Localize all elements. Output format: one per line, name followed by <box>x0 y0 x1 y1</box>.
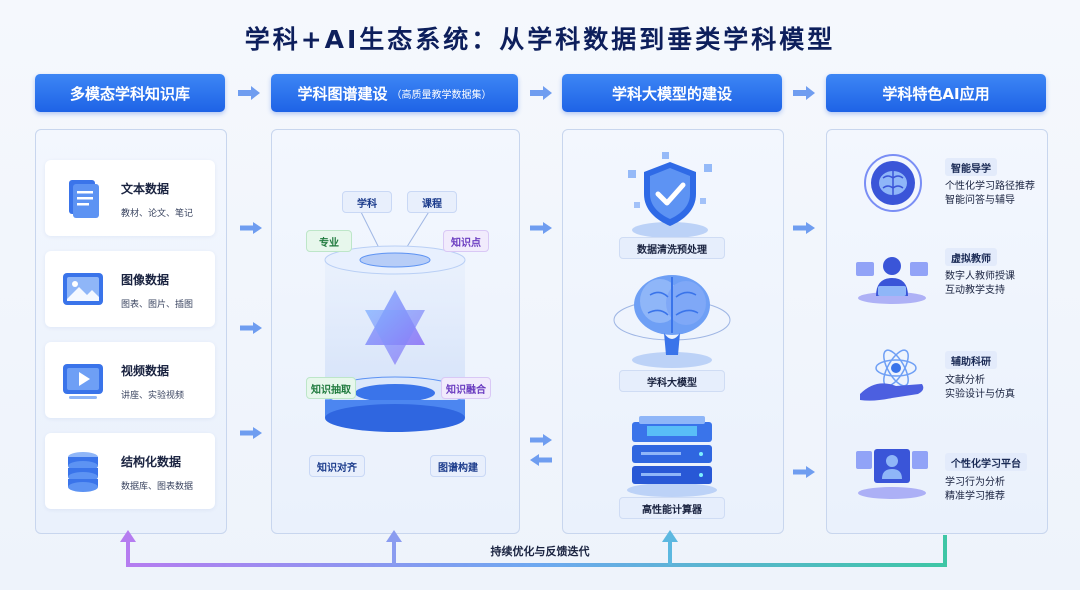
card-title: 结构化数据 <box>121 455 182 469</box>
stage-header-sublabel: （高质量教学数据集） <box>391 89 492 101</box>
card-desc: 教材、论文、笔记 <box>121 209 194 219</box>
card-desc: 讲座、实验视频 <box>121 391 185 401</box>
image-icon <box>63 273 103 305</box>
card-video-data: 视频数据 讲座、实验视频 <box>45 342 215 418</box>
card-title: 视频数据 <box>121 364 170 378</box>
arrow-right-icon <box>240 427 262 439</box>
learning-platform-icon <box>856 449 928 499</box>
app-desc-line: 实验设计与仿真 <box>945 389 1015 400</box>
app-title: 虚拟教师 <box>945 248 997 266</box>
arrow-right-icon <box>793 86 815 100</box>
card-image-data: 图像数据 图表、图片、插图 <box>45 251 215 327</box>
tag-fusion: 知识融合 <box>441 377 491 399</box>
arrow-right-icon <box>240 322 262 334</box>
arrow-right-icon <box>240 222 262 234</box>
stage-header-apps: 学科特色AI应用 <box>826 74 1046 112</box>
stage-header-label: 学科图谱建设 <box>297 84 388 103</box>
stage-header-knowledge-base: 多模态学科知识库 <box>35 74 225 112</box>
tag-major: 专业 <box>306 230 352 252</box>
arrow-right-icon <box>238 86 260 100</box>
app-desc-line: 精准学习推荐 <box>945 491 1005 502</box>
brain-model-icon <box>613 275 731 368</box>
card-title: 文本数据 <box>121 182 170 196</box>
tag-knowledge-point: 知识点 <box>443 230 489 252</box>
server-icon <box>627 416 717 497</box>
arrow-right-icon <box>530 222 552 234</box>
app-desc-line: 智能问答与辅导 <box>945 195 1015 206</box>
card-desc: 数据库、图表数据 <box>121 482 194 492</box>
card-desc: 图表、图片、插图 <box>121 300 194 310</box>
document-icon <box>69 180 99 218</box>
app-desc-line: 互动教学支持 <box>945 285 1005 296</box>
stage-header-label: 多模态学科知识库 <box>69 84 190 103</box>
arrow-right-icon <box>530 434 552 446</box>
app-desc-line: 学习行为分析 <box>945 477 1005 488</box>
card-title: 图像数据 <box>121 273 170 287</box>
tag-graph-build: 图谱构建 <box>430 455 486 477</box>
arrow-right-icon <box>793 222 815 234</box>
virtual-teacher-icon <box>856 257 928 304</box>
tag-subject: 学科 <box>342 191 392 213</box>
database-icon <box>68 452 98 492</box>
app-desc-line: 文献分析 <box>945 375 985 386</box>
app-title: 辅助科研 <box>945 351 997 369</box>
page-title: 学科+AI生态系统：从学科数据到垂类学科模型 <box>244 25 836 54</box>
stage-header-label: 学科特色AI应用 <box>882 84 990 103</box>
feedback-loop-label: 持续优化与反馈迭代 <box>490 545 590 558</box>
step-label-compute: 高性能计算器 <box>619 497 725 519</box>
arrow-right-icon <box>793 466 815 478</box>
research-atom-icon <box>860 349 924 401</box>
video-icon <box>63 364 103 399</box>
stage-header-model: 学科大模型的建设 <box>562 74 782 112</box>
card-structured-data: 结构化数据 数据库、图表数据 <box>45 433 215 509</box>
tag-course: 课程 <box>407 191 457 213</box>
arrow-left-icon <box>530 454 552 466</box>
app-desc-line: 数字人教师授课 <box>945 271 1015 282</box>
step-label-preprocess: 数据清洗预处理 <box>619 237 725 259</box>
app-title: 智能导学 <box>945 158 997 176</box>
step-label-subject-model: 学科大模型 <box>619 370 725 392</box>
stage-header-label: 学科大模型的建设 <box>611 84 732 103</box>
stage-header-graph: 学科图谱建设（高质量教学数据集） <box>271 74 518 112</box>
app-desc-line: 个性化学习路径推荐 <box>945 181 1035 192</box>
card-text-data: 文本数据 教材、论文、笔记 <box>45 160 215 236</box>
shield-check-icon <box>628 152 712 238</box>
tag-extraction: 知识抽取 <box>306 377 356 399</box>
tag-alignment: 知识对齐 <box>309 455 365 477</box>
brain-chip-icon <box>864 154 922 212</box>
arrow-right-icon <box>530 86 552 100</box>
app-title: 个性化学习平台 <box>945 453 1027 471</box>
